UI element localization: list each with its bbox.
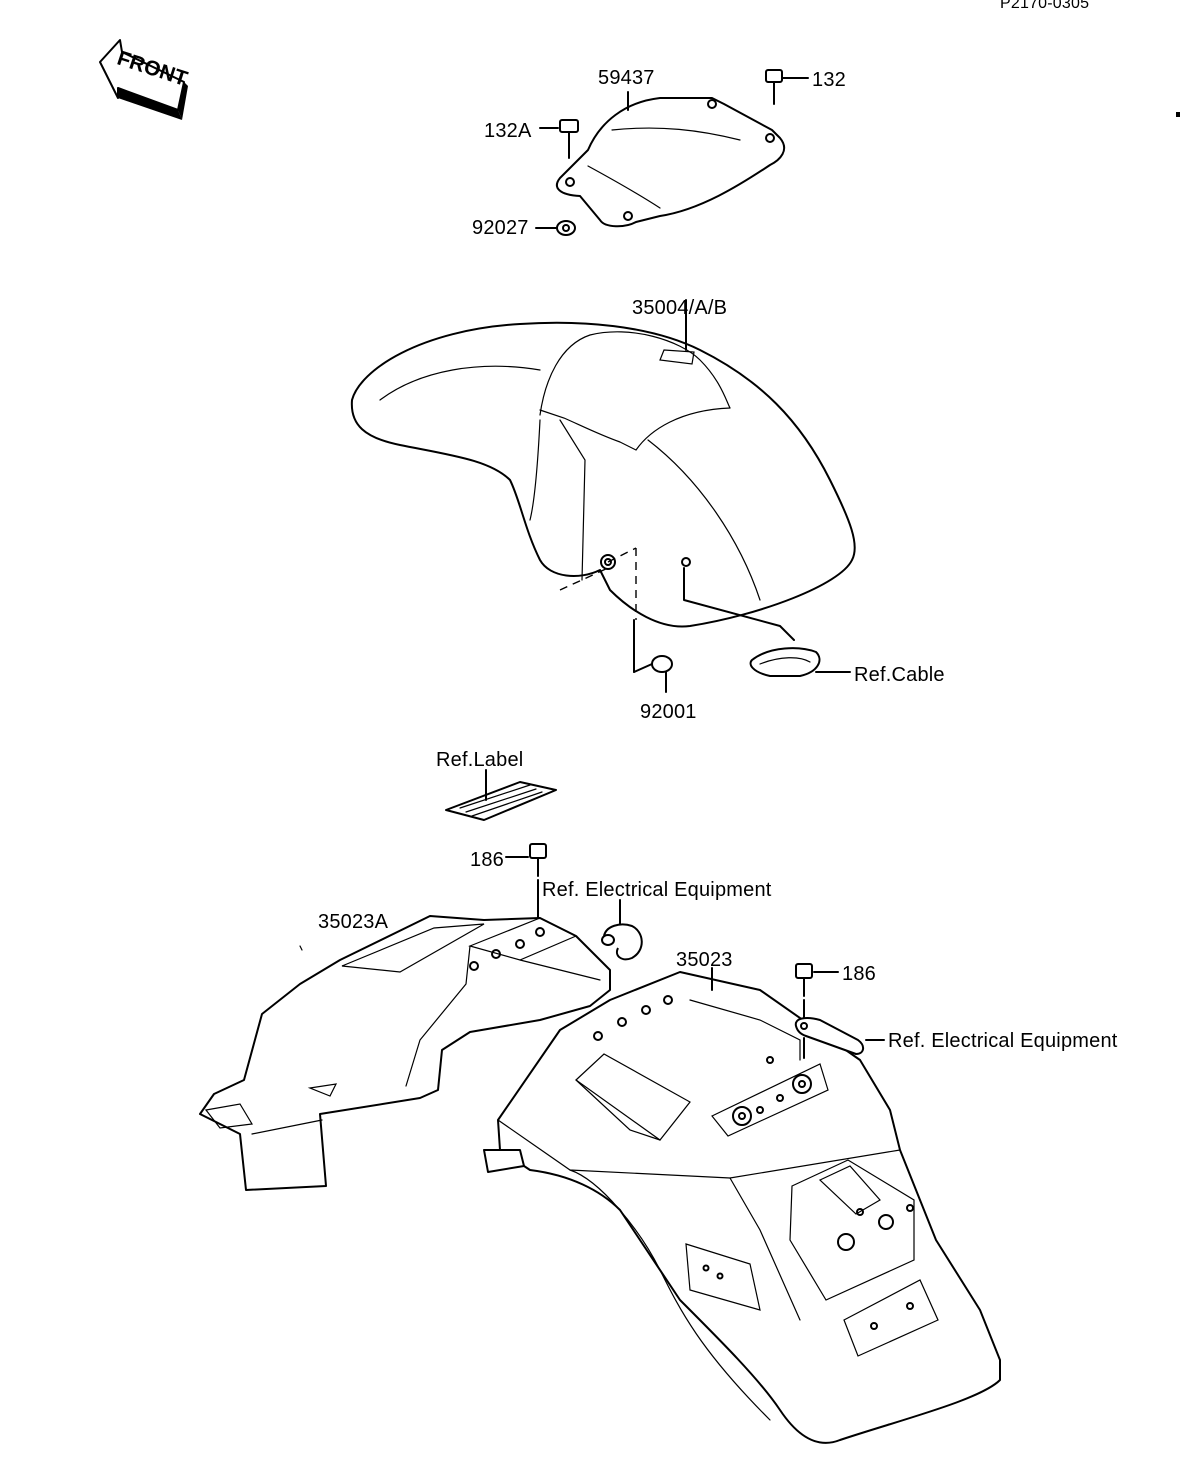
cover-part bbox=[555, 91, 786, 228]
rear-fender-a bbox=[199, 915, 611, 1191]
label-35023: 35023 bbox=[676, 949, 733, 971]
bracket-icon bbox=[794, 1017, 885, 1055]
bolt-186-right-icon bbox=[795, 963, 839, 1059]
bolt-92001-icon bbox=[633, 619, 673, 693]
label-ref-cable: Ref.Cable bbox=[854, 664, 945, 686]
nut-92027-icon bbox=[535, 220, 576, 236]
label-186-left: 186 bbox=[470, 849, 504, 871]
label-sticker-icon bbox=[445, 769, 557, 821]
front-arrow-icon: FRONT bbox=[99, 39, 190, 120]
label-92001: 92001 bbox=[640, 701, 697, 723]
label-35023a: 35023A bbox=[318, 911, 389, 933]
diagram-code: P2170-0305 bbox=[1000, 0, 1089, 12]
label-92027: 92027 bbox=[472, 217, 529, 239]
edge-mark bbox=[1176, 112, 1180, 117]
label-35004: 35004/A/B bbox=[632, 297, 727, 319]
label-59437: 59437 bbox=[598, 67, 655, 89]
label-ref-label: Ref.Label bbox=[436, 749, 523, 771]
front-fender bbox=[350, 299, 856, 628]
label-186-right: 186 bbox=[842, 963, 876, 985]
clamp-icon bbox=[601, 899, 643, 961]
label-132a: 132A bbox=[484, 120, 532, 142]
label-ref-elec-1: Ref. Electrical Equipment bbox=[542, 879, 772, 901]
bolt-132a-icon bbox=[539, 119, 579, 159]
cable-guide-icon bbox=[683, 567, 851, 677]
bolt-132-icon bbox=[765, 69, 809, 105]
label-132: 132 bbox=[812, 69, 846, 91]
label-ref-elec-2: Ref. Electrical Equipment bbox=[888, 1030, 1118, 1052]
rear-fender bbox=[483, 967, 1001, 1444]
bolt-186-left-icon bbox=[505, 843, 547, 919]
